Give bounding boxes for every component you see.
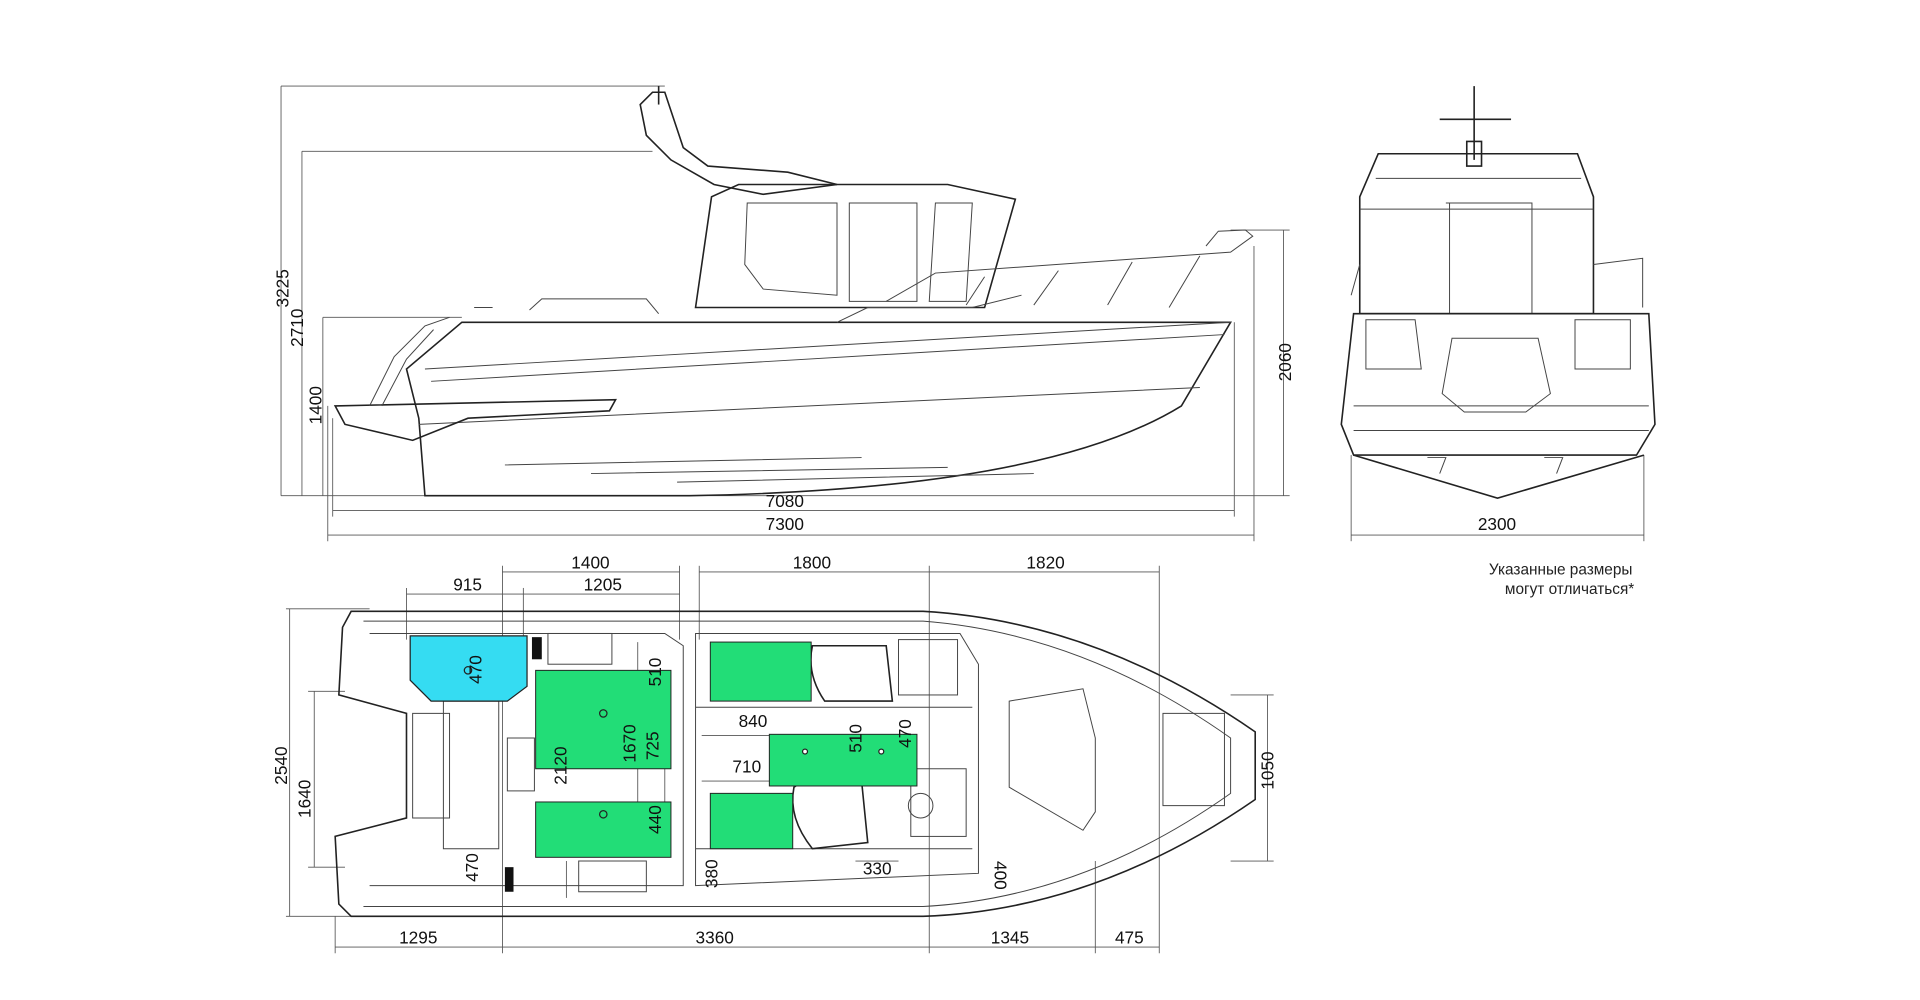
dim-1050: 1050 [1258,751,1278,789]
dim-1800: 1800 [793,552,831,572]
rear-hull [1340,312,1656,456]
storage-compartment-blue [409,635,528,702]
dim-2710: 2710 [287,309,307,347]
side-rail [474,298,660,314]
dim-3360: 3360 [696,927,734,947]
cushions-green [535,641,918,858]
radar-arch [639,91,838,196]
dim-470-table: 470 [895,719,915,748]
dim-1205: 1205 [584,574,622,594]
rear-view [1340,86,1656,542]
dim-2300: 2300 [1478,514,1516,534]
dim-710: 710 [732,756,761,776]
dim-1345: 1345 [991,927,1029,947]
dim-7300: 7300 [766,514,804,534]
dim-915: 915 [453,574,482,594]
dim-330: 330 [863,859,892,879]
dim-1295: 1295 [399,927,437,947]
dim-2060: 2060 [1275,343,1295,381]
dim-400: 400 [990,861,1010,890]
dim-475: 475 [1115,927,1144,947]
dim-470-tank: 470 [466,655,486,684]
rear-mast [1439,86,1512,167]
top-view [285,565,1274,954]
top-hull-outline [334,610,1257,918]
fwd-cushion-lower [709,792,794,850]
dim-2540: 2540 [271,746,291,784]
dim-380: 380 [702,859,722,888]
helm-seat [810,644,894,702]
table-cushion [768,733,918,787]
dim-1640: 1640 [295,780,315,818]
side-cabin [694,183,1017,309]
dim-725: 725 [643,731,663,760]
dim-470-side: 470 [462,853,482,882]
side-dimension-lines [280,85,1290,542]
dim-1400-top: 1400 [571,552,609,572]
dim-7080: 7080 [766,491,804,511]
note-line-1: Указанные размеры [1489,561,1633,578]
side-hull [405,321,1233,497]
steering-wheel [907,792,934,819]
swim-platform [333,398,617,442]
dim-1670: 1670 [619,724,639,762]
dim-2120: 2120 [550,746,570,784]
dim-1820: 1820 [1026,552,1064,572]
dim-3225: 3225 [272,269,292,307]
dim-1400: 1400 [306,386,326,424]
rear-hull-bottom [1353,454,1645,499]
aft-cushion-upper [535,669,672,770]
fwd-cushion-upper [709,641,812,702]
passenger-seat [791,775,869,850]
dim-510-table: 510 [846,724,866,753]
dimensions-note: Указанные размеры могут отличаться* [1489,561,1634,598]
bow-rail [885,229,1254,308]
dim-510-seat: 510 [645,658,665,687]
note-line-2: могут отличаться* [1505,581,1634,598]
rear-cabin [1358,152,1595,315]
dim-840: 840 [739,711,768,731]
side-view [280,85,1290,542]
dim-440: 440 [645,805,665,834]
dimension-labels: 3225 2710 1400 2060 7080 7300 2300 1400 … [271,269,1516,947]
